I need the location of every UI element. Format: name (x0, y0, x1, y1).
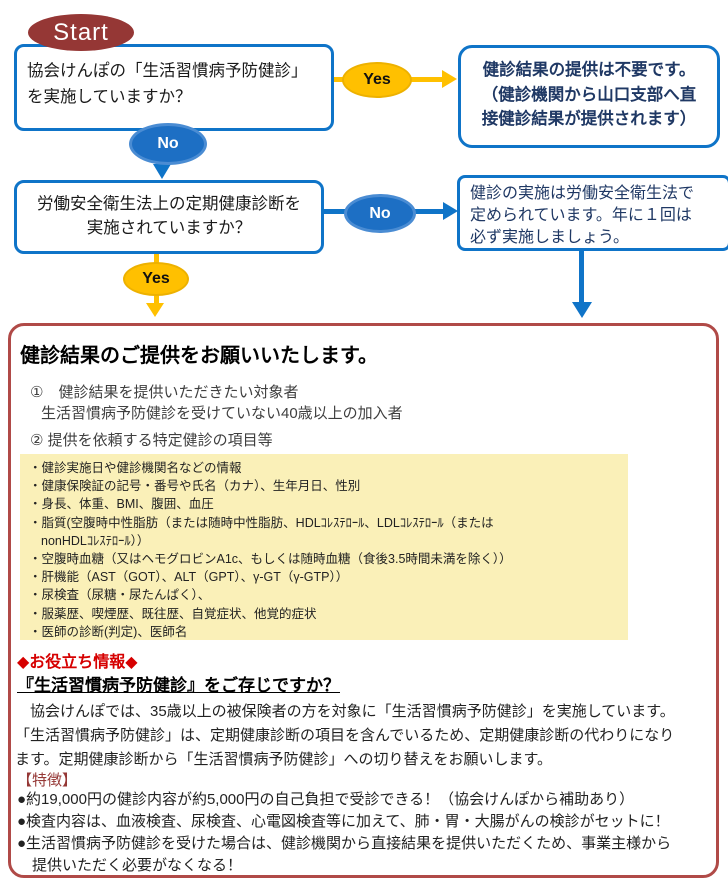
checkup-item: ・空腹時血糖（又はヘモグロビンA1c、もしくは随時血糖（食後3.5時間未満を除く… (29, 552, 512, 567)
no1-label: No (157, 135, 179, 152)
question1-line: 協会けんぽの「生活習慣病予防健診」 (27, 62, 308, 80)
info-paragraph-line: 「生活習慣病予防健診」は、定期健康診断の項目を含んでいるため、定期健康診断の代わ… (15, 727, 675, 744)
question1-box: 協会けんぽの「生活習慣病予防健診」 を実施していますか？ (14, 44, 334, 131)
checkup-item-continuation: nonHDLｺﾚｽﾃﾛｰﾙ）） (41, 533, 150, 548)
features-list: ●約19,000円の健診内容が約5,000円の自己負担で受診できる！（協会けんぽ… (17, 789, 717, 877)
no2-arrowhead-icon (443, 202, 458, 220)
yes1-ellipse: Yes (342, 62, 412, 98)
start-ellipse: Start (28, 14, 134, 51)
yes1-connector-line (322, 77, 346, 82)
item1-detail: 生活習慣病予防健診を受けていない40歳以上の加入者 (41, 405, 403, 422)
checkup-item: ・医師の診断(判定)、医師名 (29, 624, 188, 639)
item2-heading: ② 提供を依頼する特定健診の項目等 (30, 432, 273, 449)
start-label: Start (53, 18, 109, 46)
checkup-item: ・服薬歴、喫煙歴、既往歴、自覚症状、他覚的症状 (29, 606, 317, 621)
item1-heading: ① 健診結果を提供いただきたい対象者 (30, 384, 299, 401)
result2-line: 定められています。年に１回は (470, 207, 692, 224)
no2-arrow-line (414, 209, 444, 214)
yes2-connector-line (154, 245, 159, 264)
yes2-arrow-line (154, 294, 159, 304)
result1-line: 健診結果の提供は不要です。 (482, 61, 696, 79)
yes1-label: Yes (363, 71, 391, 88)
checkup-item: ・尿検査（尿糖・尿たんぱく）、 (29, 588, 211, 603)
feature-item: ●生活習慣病予防健診を受けた場合は、健診機関から直接結果を提供いただくため、事業… (17, 835, 672, 852)
result2-line: 健診の実施は労働安全衛生法で (470, 185, 695, 202)
no2-ellipse: No (344, 194, 416, 233)
panel-title: 健診結果のご提供をお願いいたします。 (20, 345, 378, 367)
result1-line: （健診機関から山口支部へ直 (481, 85, 697, 104)
checkup-items-panel: ・健診実施日や健診機関名などの情報 ・健康保険証の記号・番号や氏名（カナ）、生年… (20, 454, 628, 640)
no2-connector-line (324, 209, 347, 214)
yes1-arrow-line (410, 77, 443, 82)
question1-line: を実施していますか？ (27, 88, 192, 106)
info-paragraph: 協会けんぽでは、35歳以上の被保険者の方を対象に「生活習慣病予防健診」を実施して… (15, 700, 717, 772)
info-paragraph-line: 協会けんぽでは、35歳以上の被保険者の方を対象に「生活習慣病予防健診」を実施して… (15, 703, 675, 720)
feature-item: ●検査内容は、血液検査、尿検査、心電図検査等に加えて、肺・胃・大腸がんの検診がセ… (17, 813, 670, 830)
yes2-ellipse: Yes (123, 262, 189, 296)
checkup-item: ・脂質(空腹時中性脂肪（または随時中性脂肪、HDLｺﾚｽﾃﾛｰﾙ、LDLｺﾚｽﾃ… (29, 515, 494, 530)
no1-ellipse: No (129, 123, 207, 165)
info-heading: 『生活習慣病予防健診』をご存じですか？ (17, 676, 340, 695)
yes2-arrowhead-icon (146, 303, 164, 317)
result2-box: 健診の実施は労働安全衛生法で 定められています。年に１回は 必ず実施しましょう。 (457, 175, 728, 251)
checkup-item: ・健康保険証の記号・番号や氏名（カナ）、生年月日、性別 (29, 479, 361, 494)
question2-line: 実施されていますか？ (86, 219, 252, 237)
question2-line: 労働安全衛生法上の定期健康診断を (37, 195, 301, 213)
no2-label: No (369, 204, 391, 222)
checkup-item: ・身長、体重、BMI、腹囲、血圧 (29, 497, 214, 512)
question2-box: 労働安全衛生法上の定期健康診断を 実施されていますか？ (14, 180, 324, 254)
checkup-item: ・肝機能（AST（GOT）、ALT（GPT）、γ-GT（γ-GTP）） (29, 570, 349, 585)
feature-item: ●約19,000円の健診内容が約5,000円の自己負担で受診できる！（協会けんぽ… (17, 791, 635, 808)
result2-arrowhead-icon (572, 302, 592, 318)
result1-box: 健診結果の提供は不要です。 （健診機関から山口支部へ直 接健診結果が提供されます… (458, 45, 720, 148)
result1-line: 接健診結果が提供されます） (481, 110, 697, 128)
result2-down-line (579, 246, 584, 303)
yes2-label: Yes (142, 270, 170, 287)
result2-line: 必ず実施しましょう。 (470, 229, 630, 246)
main-panel: 健診結果のご提供をお願いいたします。 ① 健診結果を提供いただきたい対象者 生活… (8, 323, 719, 878)
info-paragraph-line: ます。定期健康診断から「生活習慣病予防健診」への切り替えをお願いします。 (15, 751, 553, 768)
checkup-item: ・健診実施日や健診機関名などの情報 (29, 461, 242, 475)
features-label: 【特徴】 (17, 772, 78, 789)
yes1-arrowhead-icon (442, 70, 457, 88)
feature-item-continuation: 提供いただく必要がなくなる！ (17, 857, 243, 874)
no1-arrowhead-icon (153, 164, 171, 179)
info-badge: ◆お役立ち情報◆ (17, 654, 138, 671)
